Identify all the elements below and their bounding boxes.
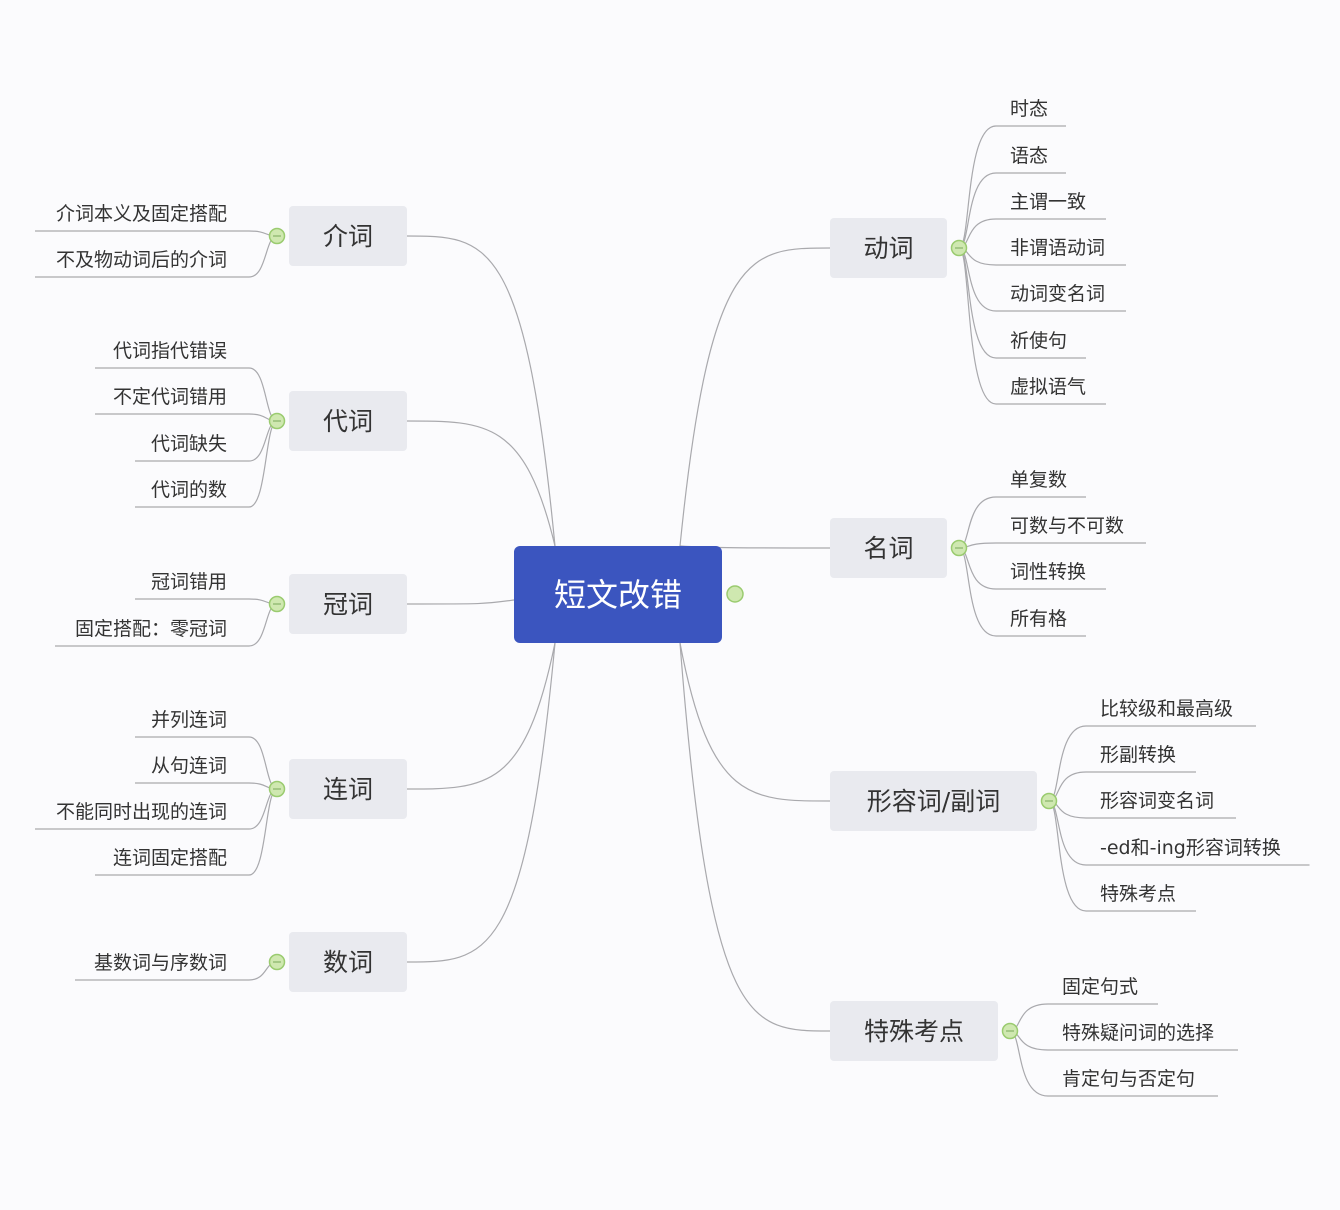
root-label: 短文改错 (554, 576, 682, 614)
leaf-topic[interactable]: 形容词变名词 (1100, 790, 1214, 812)
branch-label: 连词 (323, 775, 373, 804)
leaf-topic[interactable]: 并列连词 (151, 709, 227, 731)
leaf-topic[interactable]: 单复数 (1010, 469, 1067, 491)
leaf-topic[interactable]: 冠词错用 (151, 571, 227, 593)
leaf-topic[interactable]: 虚拟语气 (1010, 376, 1086, 398)
leaf-topic[interactable]: 特殊疑问词的选择 (1062, 1022, 1214, 1044)
branch-box[interactable] (830, 1001, 998, 1061)
leaf-topic[interactable]: 比较级和最高级 (1100, 698, 1233, 720)
branch-connector (679, 247, 831, 547)
leaf-topic[interactable]: 肯定句与否定句 (1062, 1068, 1195, 1090)
leaf-connector (35, 230, 278, 237)
branch-node[interactable]: 冠词 (289, 574, 407, 634)
branch-connector (406, 642, 556, 963)
branch-box[interactable] (830, 518, 947, 578)
branch-node[interactable]: 代词 (289, 391, 407, 451)
branch-node[interactable]: 形容词/副词 (830, 771, 1037, 831)
leaf-connector (958, 247, 1106, 405)
leaf-topic[interactable]: 连词固定搭配 (113, 847, 227, 869)
branch-label: 动词 (863, 234, 913, 263)
branch-connector (406, 599, 515, 605)
leaf-topic[interactable]: 代词指代错误 (113, 340, 227, 362)
branch-connector (679, 642, 831, 1032)
branch-box[interactable] (830, 771, 1037, 831)
branch-label: 特殊考点 (864, 1017, 964, 1046)
leaf-connector (135, 782, 278, 790)
branch-node[interactable]: 数词 (289, 932, 407, 992)
leaf-topic[interactable]: 非谓语动词 (1010, 237, 1105, 259)
branch-box[interactable] (289, 206, 407, 266)
leaf-connector (135, 598, 278, 605)
leaf-topic[interactable]: 语态 (1010, 145, 1048, 167)
branch-label: 介词 (323, 222, 373, 251)
root-node[interactable] (514, 546, 722, 643)
leaf-connector (95, 413, 278, 422)
branch-box[interactable] (289, 574, 407, 634)
leaf-topic[interactable]: 形副转换 (1100, 744, 1176, 766)
leaf-topic[interactable]: 主谓一致 (1010, 191, 1086, 213)
leaf-topic[interactable]: 固定搭配：零冠词 (75, 618, 227, 640)
leaf-topic[interactable]: 代词的数 (151, 479, 227, 501)
leaf-topic[interactable]: 特殊考点 (1100, 883, 1176, 905)
branch-box[interactable] (289, 932, 407, 992)
branch-label: 数词 (323, 948, 373, 977)
branch-node[interactable]: 特殊考点 (830, 1001, 998, 1061)
branch-label: 名词 (863, 534, 913, 563)
branch-label: 形容词/副词 (867, 787, 1000, 816)
branch-node[interactable]: 动词 (830, 218, 947, 278)
branch-connector (406, 642, 556, 790)
branch-box[interactable] (289, 391, 407, 451)
branch-label: 冠词 (323, 590, 373, 619)
leaf-topic[interactable]: 不能同时出现的连词 (56, 801, 227, 823)
leaf-topic[interactable]: 可数与不可数 (1010, 515, 1124, 537)
leaf-topic[interactable]: 介词本义及固定搭配 (56, 203, 227, 225)
leaf-topic[interactable]: 时态 (1010, 98, 1048, 120)
leaf-topic[interactable]: 代词缺失 (151, 433, 227, 455)
leaf-topic[interactable]: 从句连词 (151, 755, 227, 777)
branch-connector (679, 642, 831, 802)
leaf-connector (958, 542, 1146, 549)
leaf-topic[interactable]: 基数词与序数词 (94, 952, 227, 974)
root-collapse-toggle[interactable] (726, 585, 744, 603)
branch-connector (406, 420, 556, 547)
leaf-topic[interactable]: 固定句式 (1062, 976, 1138, 998)
leaf-topic[interactable]: 词性转换 (1010, 561, 1086, 583)
leaf-topic[interactable]: 动词变名词 (1010, 283, 1105, 305)
branch-box[interactable] (830, 218, 947, 278)
leaf-topic[interactable]: -ed和-ing形容词转换 (1100, 837, 1281, 859)
leaf-topic[interactable]: 所有格 (1010, 608, 1067, 630)
branch-node[interactable]: 介词 (289, 206, 407, 266)
branch-connector (406, 235, 556, 547)
branch-box[interactable] (289, 759, 407, 819)
branch-node[interactable]: 连词 (289, 759, 407, 819)
leaf-topic[interactable]: 不定代词错用 (113, 386, 227, 408)
branch-node[interactable]: 名词 (830, 518, 947, 578)
leaf-topic[interactable]: 祈使句 (1010, 330, 1067, 352)
branch-label: 代词 (323, 407, 373, 436)
leaf-topic[interactable]: 不及物动词后的介词 (56, 249, 227, 271)
